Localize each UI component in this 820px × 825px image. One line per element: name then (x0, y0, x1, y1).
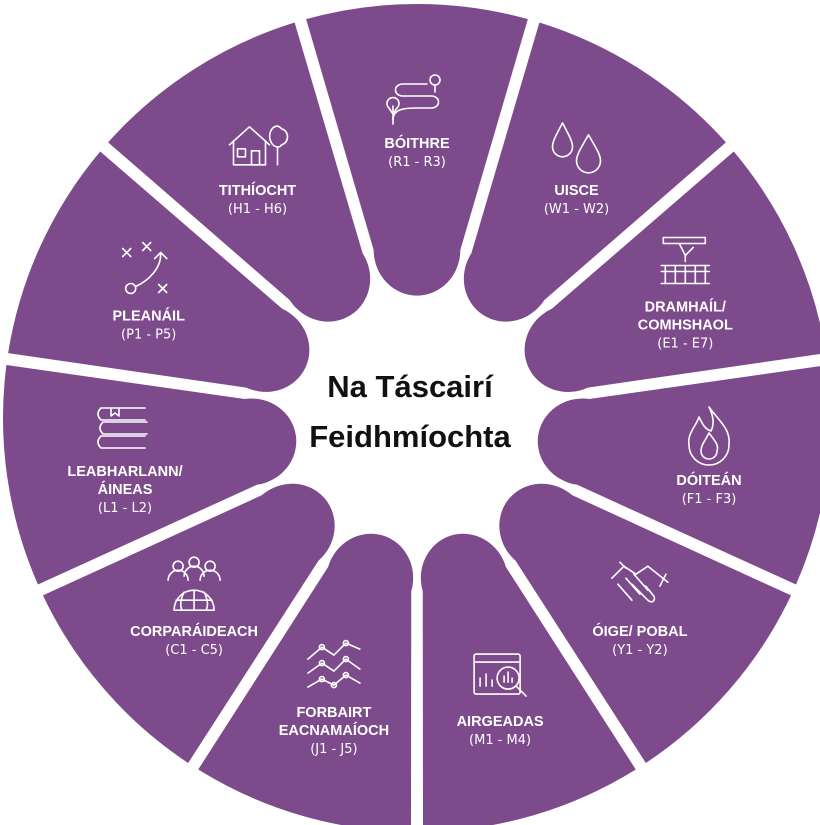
segment-title: AIRGEADAS (457, 714, 544, 730)
analytics-icon (473, 653, 527, 697)
segment-water-drops (463, 22, 726, 322)
flame-icon (687, 406, 730, 466)
segment-code: (R1 - R3) (388, 155, 446, 170)
icons-layer (97, 74, 730, 697)
segment-code: (Y1 - Y2) (612, 643, 668, 658)
segment-books (2, 365, 297, 585)
house-icon (228, 125, 289, 166)
segment-line-graph (198, 533, 414, 825)
segment-route (306, 3, 528, 296)
segment-strategy-plan (8, 151, 310, 392)
segment-code: (C1 - C5) (165, 643, 223, 658)
line-graph-icon (307, 639, 361, 689)
segment-house (108, 22, 371, 322)
center-title: Na Táscairí Feidhmíochta (260, 362, 560, 462)
segments-layer (2, 3, 820, 825)
segment-title: EACNAMAÍOCH (279, 722, 389, 739)
center-title-line-2: Feidhmíochta (309, 419, 511, 454)
segment-code: (H1 - H6) (228, 202, 287, 217)
segment-code: (W1 - W2) (544, 202, 609, 217)
books-icon (97, 407, 148, 449)
segment-title: TITHÍOCHT (219, 182, 296, 199)
segment-code: (E1 - E7) (657, 337, 713, 352)
segment-title: FORBAIRT (296, 705, 371, 721)
segment-code: (P1 - P5) (121, 328, 176, 343)
segment-title: BÓITHRE (384, 134, 450, 152)
strategy-plan-icon (121, 241, 168, 295)
segment-code: (J1 - J5) (310, 742, 357, 757)
handshake-icon (611, 561, 669, 603)
segment-title: COMHSHAOL (638, 318, 733, 334)
segment-title: LEABHARLANN/ (67, 464, 182, 480)
segment-title: PLEANÁIL (112, 308, 185, 325)
labels-layer: BÓITHRE (R1 - R3) UISCE (W1 - W2) DRAMHAÍL/C… (67, 134, 741, 757)
segment-flame (537, 366, 820, 585)
segment-code: (L1 - L2) (98, 501, 152, 516)
segment-analytics (420, 533, 636, 825)
segment-handshake (499, 483, 792, 763)
segment-title: ÁINEAS (98, 481, 153, 498)
segment-code: (M1 - M4) (469, 733, 531, 748)
segment-code: (F1 - F3) (682, 492, 737, 507)
water-drops-icon (551, 122, 602, 174)
people-globe-icon (167, 556, 221, 612)
segment-title: DÓITEÁN (676, 471, 741, 489)
segment-title: ÓIGE/ POBAL (592, 622, 687, 640)
center-title-line-1: Na Táscairí (327, 369, 493, 404)
segment-title: DRAMHAÍL/ (645, 299, 726, 316)
segment-title: UISCE (554, 183, 599, 199)
segment-people-globe (42, 483, 335, 763)
waste-disposal-icon (660, 236, 711, 285)
route-icon (386, 74, 441, 125)
segment-title: CORPARÁIDEACH (130, 623, 258, 640)
